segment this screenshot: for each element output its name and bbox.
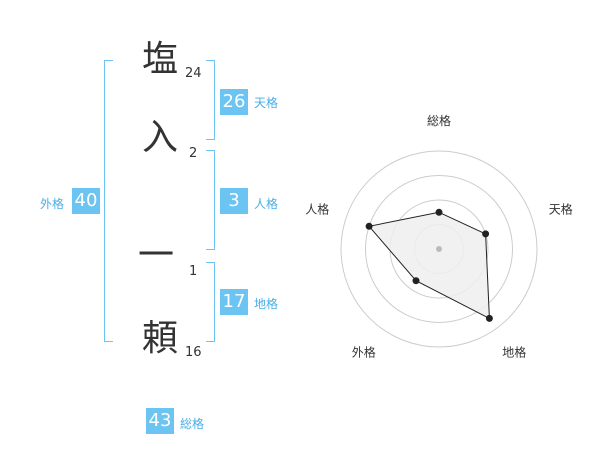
soukaku-badge: 43 [146, 408, 174, 434]
tenkaku-badge: 26 [220, 89, 248, 115]
radar-axis-label-1: 総格 [427, 113, 451, 128]
radar-point-3 [485, 314, 493, 322]
gaikaku-badge: 40 [72, 188, 100, 214]
radar-point-1 [435, 208, 443, 216]
tenkaku-bracket [206, 60, 215, 140]
jinkaku-label: 人格 [254, 197, 279, 211]
radar-ring-3 [365, 175, 513, 323]
stroke-count-3: 1 [189, 264, 198, 279]
radar-data-polygon [368, 211, 490, 320]
radar-axis-label-4: 外格 [352, 345, 376, 360]
radar-point-5 [365, 222, 373, 230]
tenkaku-label: 天格 [254, 96, 279, 110]
radar-point-2 [482, 230, 490, 238]
jinkaku-badge: 3 [220, 188, 248, 214]
radar-point-4 [412, 277, 420, 285]
chikaku-bracket [206, 262, 215, 342]
stroke-count-4: 16 [185, 345, 202, 360]
jinkaku-bracket [206, 150, 215, 250]
stroke-count-2: 2 [189, 146, 198, 161]
name-char-1: 塩 [141, 39, 178, 80]
radar-axis-label-3: 地格 [502, 345, 526, 360]
radar-center-dot [436, 246, 442, 252]
radar-axis-label-2: 天格 [549, 201, 573, 216]
radar-axis-label-5: 人格 [305, 201, 329, 216]
name-char-2: 入 [141, 117, 178, 158]
soukaku-label: 総格 [180, 417, 205, 431]
name-char-4: 頼 [141, 318, 178, 359]
chikaku-label: 地格 [254, 297, 279, 311]
chikaku-badge: 17 [220, 289, 248, 315]
name-char-3: 一 [137, 235, 174, 276]
gaikaku-bracket [104, 60, 113, 342]
stroke-count-1: 24 [185, 66, 202, 81]
radar-ring-4 [340, 150, 538, 348]
gaikaku-label: 外格 [40, 197, 65, 211]
